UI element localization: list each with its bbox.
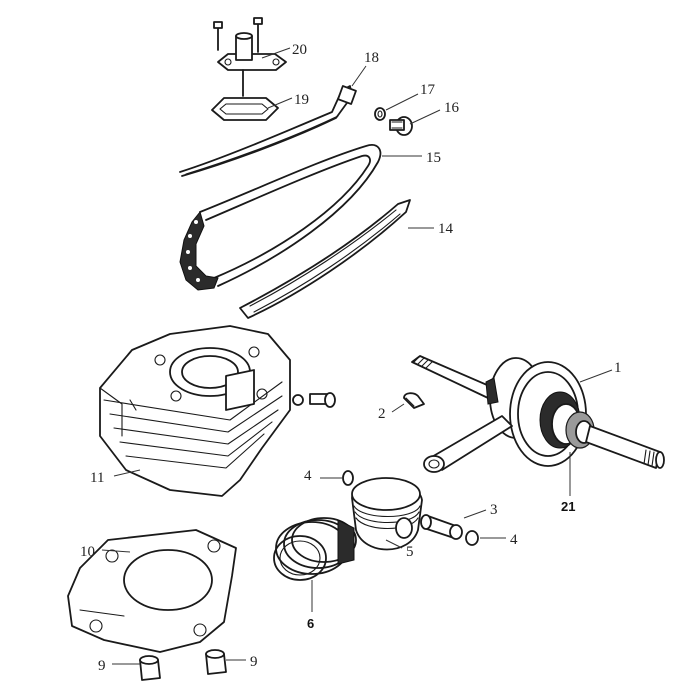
circlip-part-4-a (342, 470, 354, 486)
callout-16: 16 (444, 100, 460, 116)
piston-pin-part-3 (420, 514, 463, 540)
leader-lines (101, 47, 613, 665)
tensioner-part-20 (213, 17, 287, 97)
callout-labels: 20 19 18 17 16 15 14 1 2 11 4 3 4 5 10 6… (80, 42, 622, 674)
callout-21: 21 (561, 499, 575, 514)
callout-14: 14 (438, 221, 454, 237)
callout-4-a: 4 (304, 468, 312, 484)
circlip-part-4-b (465, 530, 479, 546)
cylinder-bolt (292, 392, 336, 408)
callout-10: 10 (80, 544, 95, 560)
callout-5: 5 (406, 544, 414, 560)
callout-19: 19 (294, 92, 309, 108)
callout-17: 17 (420, 82, 436, 98)
callout-3: 3 (490, 502, 498, 518)
bolt-part-16 (389, 116, 413, 136)
callout-2: 2 (378, 406, 386, 422)
callout-18: 18 (364, 50, 379, 66)
callout-9-a: 9 (98, 658, 106, 674)
dowel-pin-part-9-a (139, 655, 161, 681)
piston-rings-part-6 (273, 517, 357, 581)
base-gasket-part-10 (67, 529, 237, 653)
cylinder-part-11 (99, 325, 291, 497)
callout-9-b: 9 (250, 654, 258, 670)
dowel-pin-part-9-b (205, 649, 227, 675)
callout-6: 6 (307, 616, 314, 631)
callout-1: 1 (614, 360, 622, 376)
key-part-2 (403, 392, 425, 409)
washer-part-17 (374, 107, 386, 121)
timing-chain-part-15 (179, 144, 382, 291)
callout-4-b: 4 (510, 532, 518, 548)
callout-15: 15 (426, 150, 441, 166)
piston-part-5 (351, 477, 423, 551)
callout-11: 11 (90, 470, 104, 486)
callout-20: 20 (292, 42, 307, 58)
chain-guide-part-14 (239, 199, 411, 319)
gasket-part-19 (211, 97, 279, 121)
crankshaft-part-1 (411, 355, 665, 473)
chain-guide-part-18 (179, 85, 357, 177)
